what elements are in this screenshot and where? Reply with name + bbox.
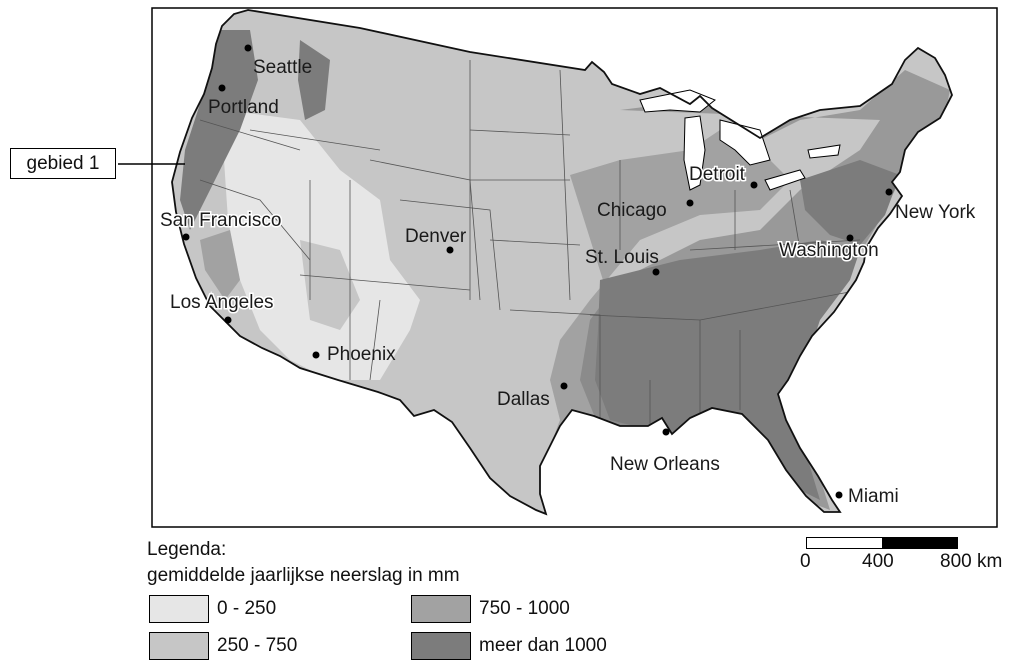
zone-over-1000-cascades xyxy=(298,40,330,120)
city-dot xyxy=(750,181,758,189)
city-label: Detroit xyxy=(689,164,746,185)
city-dot xyxy=(560,382,568,390)
legend-swatch xyxy=(411,595,471,623)
lake-ontario xyxy=(807,144,841,159)
city-miami: Miami xyxy=(835,486,899,507)
city-dot xyxy=(662,428,670,436)
legend-label: 250 - 750 xyxy=(217,635,298,656)
scale-segment-black xyxy=(882,538,957,548)
gebied-1-callout: gebied 1 xyxy=(10,148,116,179)
city-chicago: Chicago xyxy=(597,199,694,221)
great-lakes xyxy=(639,89,841,191)
lake-huron xyxy=(719,119,771,166)
legend-label: 750 - 1000 xyxy=(479,598,570,619)
city-los-angeles: Los Angeles xyxy=(169,291,275,324)
scale-tick-800: 800 km xyxy=(940,551,1003,572)
scale-tick-400: 400 xyxy=(862,551,894,572)
state-borders xyxy=(199,60,861,430)
city-phoenix: Phoenix xyxy=(312,344,396,365)
city-st-louis: St. Louis xyxy=(585,247,660,276)
city-label: Washington xyxy=(779,240,879,261)
city-dot xyxy=(312,351,320,359)
city-label: Denver xyxy=(405,226,467,247)
city-dot xyxy=(885,188,893,196)
city-dot xyxy=(244,44,252,52)
city-san-francisco: San Francisco xyxy=(159,209,283,241)
city-label: San Francisco xyxy=(160,210,281,231)
legend-item-over-1000: meer dan 1000 xyxy=(411,631,607,661)
zone-0-250-west xyxy=(224,110,420,380)
city-label: Miami xyxy=(848,486,899,507)
city-portland: Portland xyxy=(208,84,279,118)
city-label: Seattle xyxy=(253,57,312,78)
legend-title: Legenda: xyxy=(147,539,227,560)
city-dot xyxy=(224,316,232,324)
zone-750-1000-sierra xyxy=(200,230,240,300)
city-denver: Denver xyxy=(405,226,467,254)
city-dot xyxy=(686,199,694,207)
legend-label: 0 - 250 xyxy=(217,598,277,619)
city-dallas: Dallas xyxy=(497,382,568,410)
city-dot xyxy=(446,246,454,254)
city-dot xyxy=(218,84,226,92)
city-dot xyxy=(835,491,843,499)
scale-bar xyxy=(806,537,958,549)
zone-plateau xyxy=(300,240,360,330)
city-dot xyxy=(846,234,854,242)
city-label: Phoenix xyxy=(327,344,396,365)
city-label: Chicago xyxy=(597,200,667,221)
scale-tick-0: 0 xyxy=(800,551,811,572)
city-label: Dallas xyxy=(497,389,550,410)
legend-item-0-250: 0 - 250 xyxy=(149,594,276,624)
city-label: Los Angeles xyxy=(170,292,274,313)
city-label: New Orleans xyxy=(610,454,720,475)
legend-subtitle: gemiddelde jaarlijkse neerslag in mm xyxy=(147,565,460,586)
city-label: Portland xyxy=(208,97,279,118)
zone-over-1000-northeast xyxy=(800,160,900,245)
scale-segment-white xyxy=(807,538,882,548)
city-seattle: Seattle xyxy=(244,44,312,78)
city-label: St. Louis xyxy=(585,247,659,268)
legend-item-750-1000: 750 - 1000 xyxy=(411,594,570,624)
city-detroit: Detroit xyxy=(688,163,758,189)
legend-swatch xyxy=(149,595,209,623)
city-label: New York xyxy=(895,202,976,223)
city-dot xyxy=(182,233,190,241)
legend-swatch xyxy=(411,632,471,660)
lake-erie xyxy=(764,169,806,191)
city-new-york: New York xyxy=(885,188,976,223)
city-new-orleans: New Orleans xyxy=(610,428,720,475)
city-dot xyxy=(652,268,660,276)
lake-michigan xyxy=(683,115,706,191)
legend-label: meer dan 1000 xyxy=(479,635,607,656)
legend-swatch xyxy=(149,632,209,660)
zone-over-1000-pacific xyxy=(180,30,258,230)
lake-superior xyxy=(639,89,716,113)
city-washington: Washington xyxy=(778,234,880,263)
legend-item-250-750: 250 - 750 xyxy=(149,631,297,661)
